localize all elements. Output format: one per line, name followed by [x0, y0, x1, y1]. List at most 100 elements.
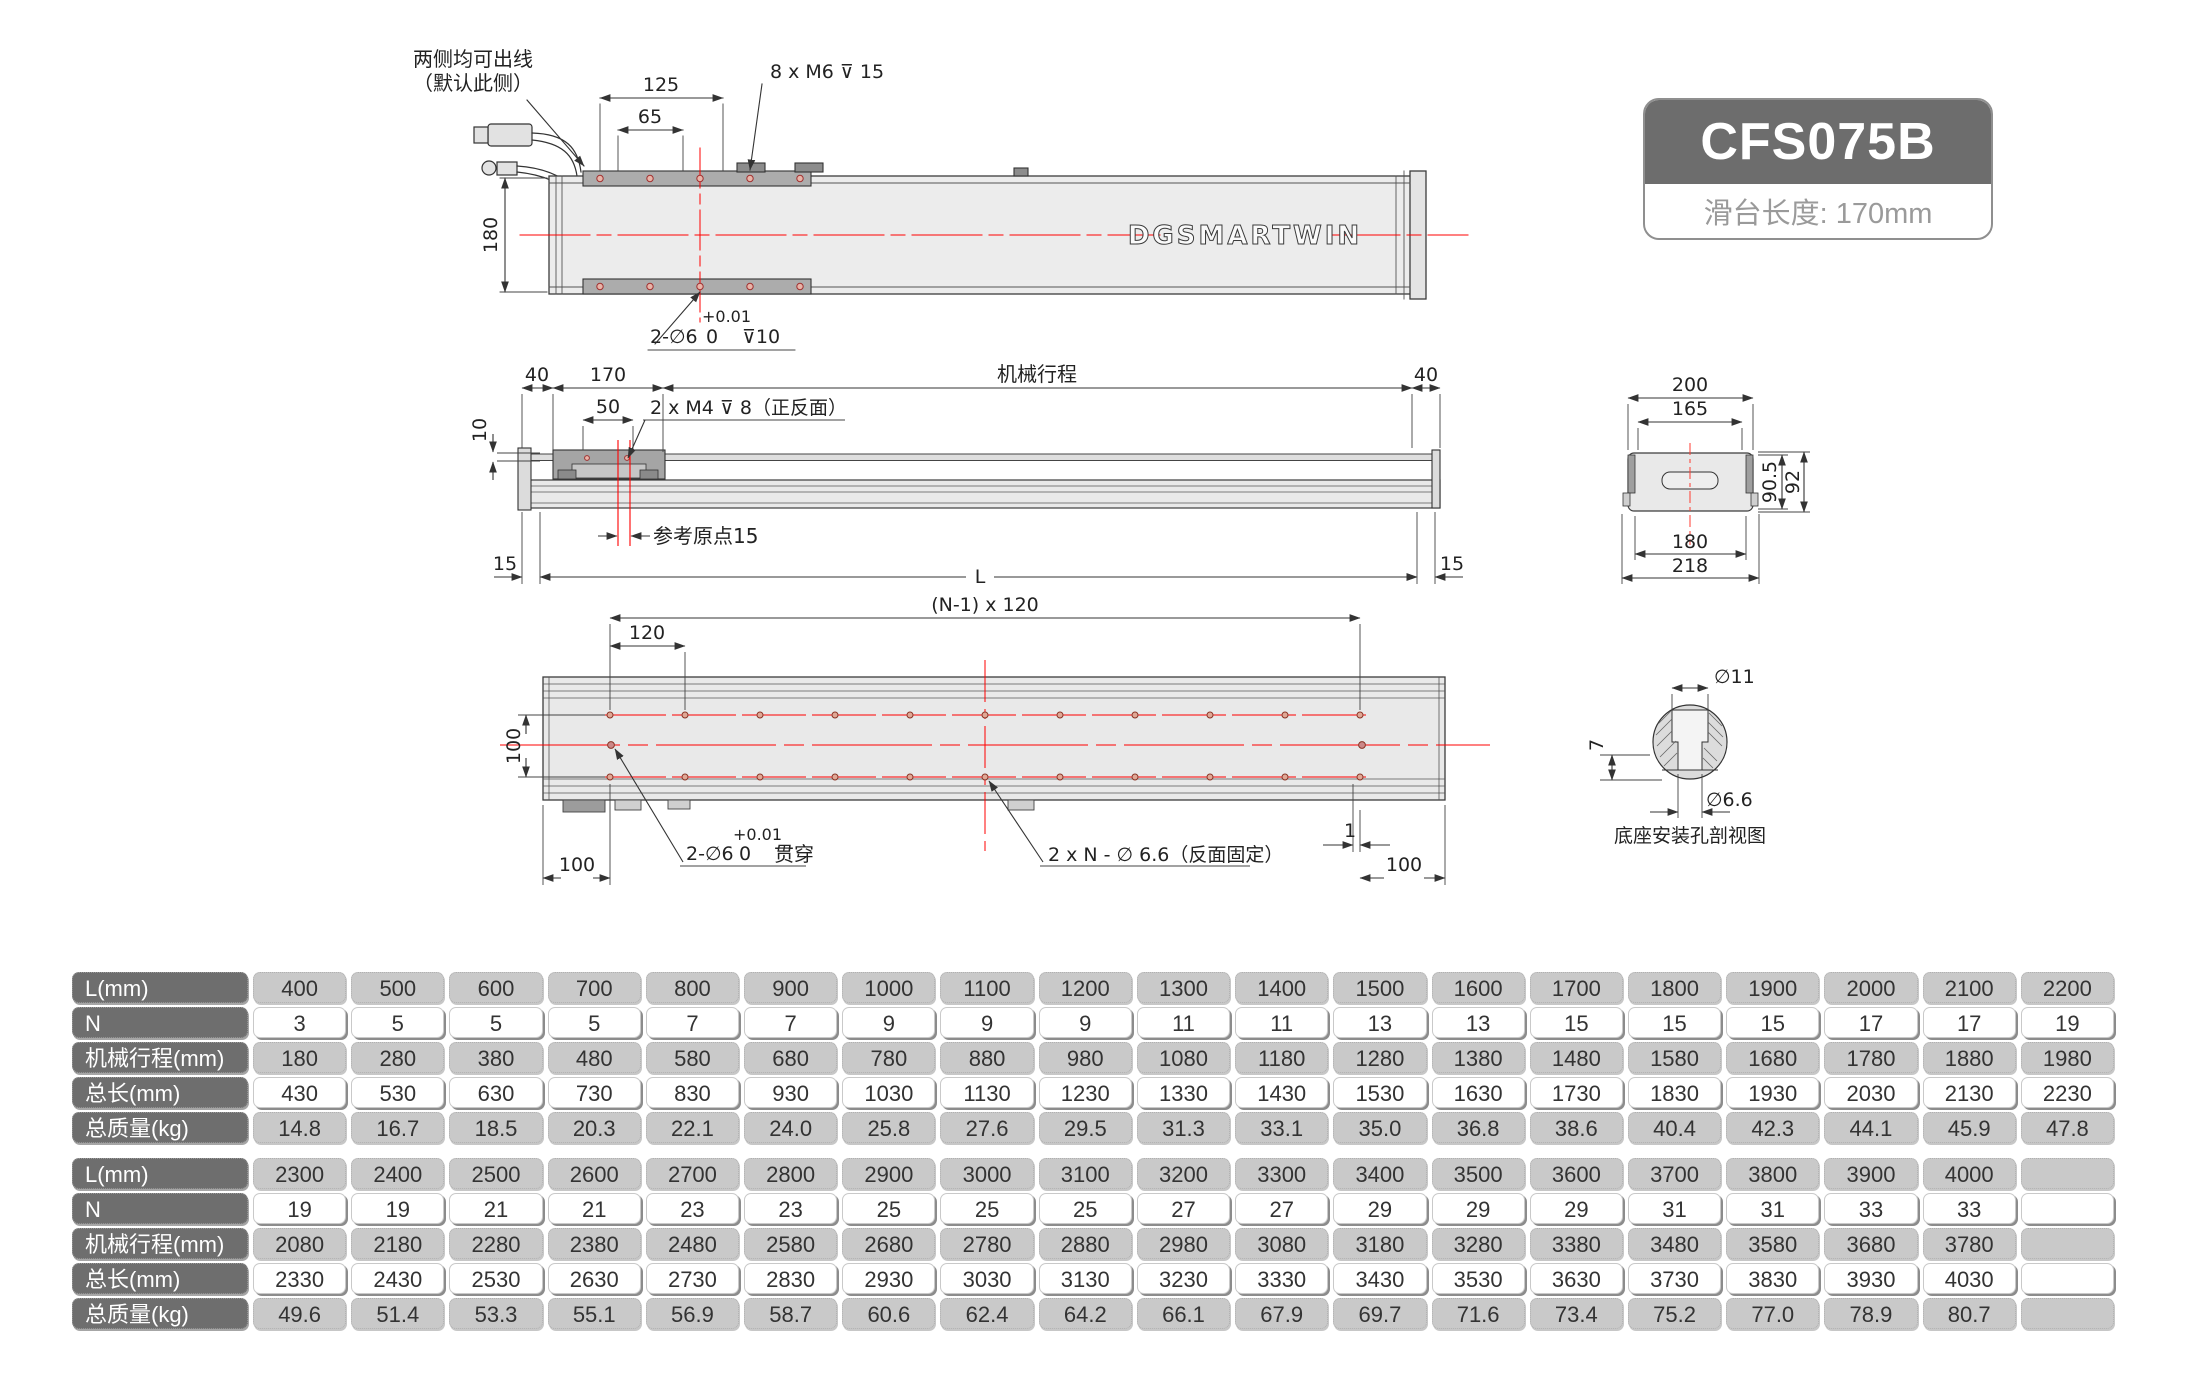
- spec-cell: 4030: [1922, 1263, 2016, 1294]
- spec-cell: 3780: [1922, 1228, 2016, 1259]
- module-body-top-view: [548, 175, 1422, 295]
- spec-cell: 2600: [547, 1158, 641, 1189]
- spec-cell: 3300: [1235, 1158, 1329, 1189]
- spec-cell: 1900: [1726, 972, 1820, 1003]
- spec-cell: 830: [645, 1077, 740, 1108]
- spec-cell: 31: [1627, 1193, 1722, 1224]
- tolerance-zero: 0: [706, 326, 718, 348]
- bottom-view-drawing: (N-1) x 120 120 100 100 2-∅6 +0.01 0 贯穿 …: [500, 594, 1490, 885]
- spec-cell: 49.6: [253, 1298, 347, 1329]
- spec-cell: 780: [842, 1042, 936, 1073]
- spec-cell: 67.9: [1235, 1298, 1329, 1329]
- spec-cell: 4000: [1922, 1158, 2016, 1189]
- brand-logo: DGSMARTWIN: [1128, 221, 1362, 251]
- spec-cell: 2030: [1824, 1077, 1918, 1108]
- spec-cell: 2200: [2020, 972, 2114, 1003]
- spec-cell: 62.4: [940, 1298, 1034, 1329]
- dim-100-bottom-right: 100: [1386, 854, 1422, 876]
- dim-1: 1: [1344, 820, 1356, 842]
- spec-cell: 73.4: [1529, 1298, 1623, 1329]
- label-m4-holes: 2 x M4 ⊽ 8（正反面）: [650, 397, 847, 419]
- spec-cell: 730: [547, 1077, 641, 1108]
- spec-cell: 17: [1922, 1007, 2016, 1038]
- spec-cell: 18.5: [449, 1112, 543, 1143]
- spec-cell: 45.9: [1922, 1112, 2016, 1143]
- spec-cell: 2230: [2020, 1077, 2114, 1108]
- spec-cell: 29: [1431, 1193, 1525, 1224]
- module-body-bottom-view: [542, 676, 1446, 801]
- spec-cell: 2000: [1824, 972, 1918, 1003]
- spec-cell: 13: [1333, 1007, 1427, 1038]
- spec-cell: 3330: [1235, 1263, 1329, 1294]
- spec-cell: 1880: [1922, 1042, 2016, 1073]
- spec-cell: 3600: [1529, 1158, 1623, 1189]
- row-label: N: [72, 1193, 248, 1224]
- spec-cell: 2800: [744, 1158, 838, 1189]
- spec-cell: 16.7: [351, 1112, 445, 1143]
- spec-cell: 3580: [1726, 1228, 1820, 1259]
- spec-cell: 3700: [1627, 1158, 1722, 1189]
- spec-cell: 2400: [351, 1158, 445, 1189]
- spec-cell: 700: [547, 972, 641, 1003]
- spec-cell: 29.5: [1038, 1112, 1132, 1143]
- mounting-hole-detail-drawing: ∅11 7 ∅6.6 底座安装孔剖视图: [1586, 666, 1766, 847]
- label-through: 贯穿: [774, 842, 814, 866]
- spec-cell: 1980: [2020, 1042, 2114, 1073]
- cable-exit-note: 两侧均可出线: [413, 47, 533, 71]
- spec-cell: 2100: [1922, 972, 2016, 1003]
- dim-90-5: 90.5: [1759, 461, 1781, 503]
- spec-cell: 23: [744, 1193, 838, 1224]
- spec-cell: 3480: [1627, 1228, 1722, 1259]
- dim-218: 218: [1672, 555, 1708, 577]
- spec-cell: 23: [645, 1193, 740, 1224]
- spec-cell: 3800: [1726, 1158, 1820, 1189]
- spec-cell: 33: [1824, 1193, 1918, 1224]
- spec-cell: 1500: [1333, 972, 1427, 1003]
- spec-cell: 1700: [1529, 972, 1623, 1003]
- spec-cell: 580: [645, 1042, 740, 1073]
- spec-cell: [2020, 1263, 2114, 1294]
- spec-cell: 15: [1529, 1007, 1623, 1038]
- spec-cell: 3280: [1431, 1228, 1525, 1259]
- spec-cell: 42.3: [1726, 1112, 1820, 1143]
- spec-cell: 1430: [1235, 1077, 1329, 1108]
- spec-cell: 1580: [1627, 1042, 1722, 1073]
- spec-cell: 25: [940, 1193, 1034, 1224]
- spec-cell: 3680: [1824, 1228, 1918, 1259]
- spec-cell: 1730: [1529, 1077, 1623, 1108]
- spec-cell: 2500: [449, 1158, 543, 1189]
- row-label: 机械行程(mm): [72, 1228, 248, 1259]
- spec-cell: 27.6: [940, 1112, 1034, 1143]
- spec-cell: 58.7: [744, 1298, 838, 1329]
- dim-15-right: 15: [1440, 553, 1464, 575]
- label-reference-origin: 参考原点15: [653, 524, 758, 548]
- spec-cell: 29: [1529, 1193, 1623, 1224]
- spec-cell: 630: [449, 1077, 543, 1108]
- spec-cell: 40.4: [1627, 1112, 1722, 1143]
- spec-cell: 25: [1038, 1193, 1132, 1224]
- row-label: 总质量(kg): [72, 1112, 248, 1143]
- spec-cell: 51.4: [351, 1298, 445, 1329]
- dim-170: 170: [590, 364, 626, 386]
- spec-cell: 19: [2020, 1007, 2114, 1038]
- spec-cell: 2900: [842, 1158, 936, 1189]
- label-pin-holes-top: 2-∅6: [650, 326, 698, 348]
- spec-cell: 3930: [1824, 1263, 1918, 1294]
- side-view-drawing: 40 170 机械行程 40 50 10 2 x M4 ⊽ 8（正反面） 参考原…: [469, 362, 1464, 588]
- label-pin-holes-bottom: 2-∅6: [686, 843, 734, 865]
- spec-cell: 3500: [1431, 1158, 1525, 1189]
- spec-cell: [2020, 1158, 2114, 1189]
- spec-cell: 3730: [1627, 1263, 1722, 1294]
- spec-cell: 800: [645, 972, 740, 1003]
- spec-cell: 2700: [645, 1158, 740, 1189]
- spec-cell: 36.8: [1431, 1112, 1525, 1143]
- spec-cell: 1400: [1235, 972, 1329, 1003]
- row-label: 总长(mm): [72, 1077, 248, 1108]
- spec-cell: 1380: [1431, 1042, 1525, 1073]
- spec-cell: 2530: [449, 1263, 543, 1294]
- spec-cell: 2080: [253, 1228, 347, 1259]
- dim-125: 125: [643, 74, 679, 96]
- row-label: 机械行程(mm): [72, 1042, 248, 1073]
- spec-cell: 1030: [842, 1077, 936, 1108]
